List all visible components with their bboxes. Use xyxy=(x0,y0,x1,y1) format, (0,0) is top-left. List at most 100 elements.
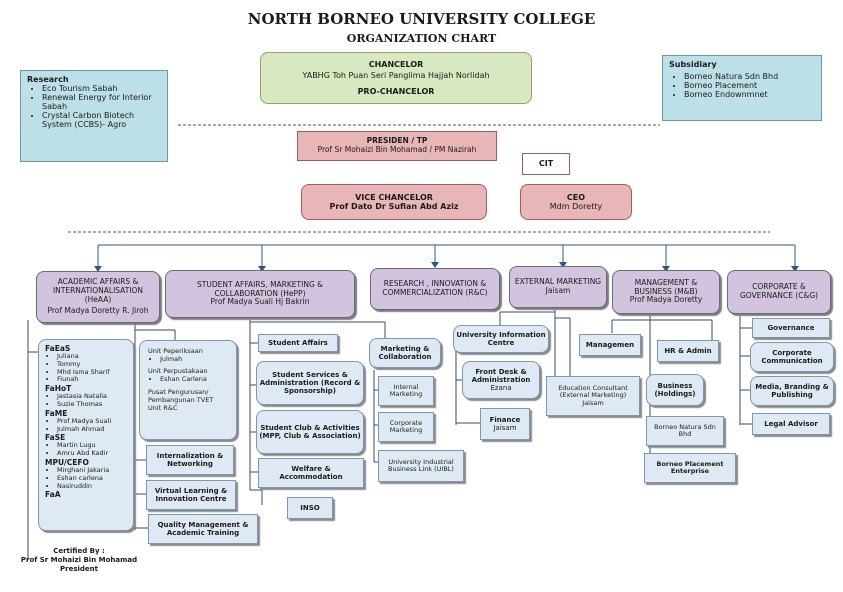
internal-marketing-box: Internal Marketing xyxy=(378,376,434,406)
division-academic-title: ACADEMIC AFFAIRS & INTERNATIONALISATION … xyxy=(52,277,144,304)
student-services-box: Student Services & Administration (Recor… xyxy=(256,361,364,405)
research-box: Research Eco Tourism Sabah Renewal Energ… xyxy=(20,70,168,162)
faculty-member: Suzie Thomas xyxy=(57,400,127,409)
research-item: Renewal Energy for Interior Sabah xyxy=(42,93,161,111)
uibl-box: University Industrial Business Link (UIB… xyxy=(378,450,464,482)
division-management: MANAGEMENT & BUSINESS (M&B) Prof Madya D… xyxy=(612,270,720,314)
education-consultant-title: Education Consultant (External Marketing… xyxy=(558,383,628,400)
unit-members: Julmah xyxy=(148,355,228,363)
media-branding-box: Media, Branding & Publishing xyxy=(750,376,834,406)
unit-member: Julmah xyxy=(160,355,228,363)
legal-advisor-box: Legal Advisor xyxy=(752,413,830,435)
finance-title: Finance xyxy=(489,415,521,424)
unit-rnc: Unit R&C xyxy=(148,403,178,412)
finance-name: Jaisam xyxy=(493,424,517,432)
research-heading: Research xyxy=(27,75,69,84)
welfare-box: Welfare & Accommodation xyxy=(258,458,364,488)
faculty-members: Juliana Tommy Mhd Isma Sharif Fiunah xyxy=(45,352,127,384)
borneo-placement-box: Borneo Placement Enterprise xyxy=(644,453,736,483)
managemen-box: Managemen xyxy=(579,334,641,356)
faculty-member: Amru Abd Kadir xyxy=(57,449,127,458)
faculty-member: Tommy xyxy=(57,360,127,369)
research-item: Eco Tourism Sabah xyxy=(42,84,161,93)
faculty-code: MPU/CEFO xyxy=(45,457,89,467)
division-research-title: RESEARCH , INNOVATION & COMMERCIALIZATIO… xyxy=(382,279,488,297)
certified-role: President xyxy=(60,564,98,573)
faculty-code: FaHoT xyxy=(45,384,72,394)
faculty-members: Martin Lugu Amru Abd Kadir xyxy=(45,442,127,458)
page-subtitle: ORGANIZATION CHART xyxy=(346,32,497,45)
corporate-communication-box: Corporate Communication xyxy=(750,342,834,372)
division-external: EXTERNAL MARKETING Jaisam xyxy=(509,266,607,308)
chancelor-box: CHANCELOR YABHG Toh Puan Seri Panglima H… xyxy=(260,52,532,104)
internationalization-box: Internalization & Networking xyxy=(146,445,234,475)
hr-admin-box: HR & Admin xyxy=(657,340,719,362)
faculty-member: Juliana xyxy=(57,352,127,361)
borneo-natura-box: Borneo Natura Sdn Bhd xyxy=(646,416,724,446)
virtual-learning-box: Virtual Learning & Innovation Centre xyxy=(146,480,236,510)
student-club-box: Student Club & Activities (MPP, Club & A… xyxy=(256,410,364,454)
presiden-title: PRESIDEN / TP xyxy=(366,136,428,146)
ceo-title: CEO xyxy=(566,192,586,202)
division-management-head: Prof Madya Doretty xyxy=(629,295,703,305)
faculty-members: Prof Madya Suali Julmah Ahmad xyxy=(45,417,127,434)
finance-box: Finance Jaisam xyxy=(480,408,530,440)
marketing-collaboration-box: Marketing & Collaboration xyxy=(369,338,441,368)
vice-chancelor-name: Prof Dato Dr Sufian Abd Aziz xyxy=(329,202,459,211)
front-desk-box: Front Desk & Administration Ezana xyxy=(462,361,540,399)
unit-member: Eshan Carlena xyxy=(160,375,228,383)
ceo-box: CEO Mdm Doretty xyxy=(520,184,632,220)
quality-management-box: Quality Management & Academic Training xyxy=(148,514,258,544)
unit-pusat: Pusat Pengurusan/ xyxy=(148,387,209,396)
division-management-title: MANAGEMENT & BUSINESS (M&B) xyxy=(634,278,698,296)
front-desk-title: Front Desk & Administration xyxy=(471,367,531,384)
faculty-code: FaA xyxy=(45,490,61,500)
division-student-title: STUDENT AFFAIRS, MARKETING & COLLABORATI… xyxy=(197,280,323,298)
cit-box: CIT xyxy=(522,153,570,175)
subsidiary-item: Borneo Placement xyxy=(684,81,815,90)
presiden-box: PRESIDEN / TP Prof Sr Mohaizi Bin Mohama… xyxy=(297,131,497,161)
division-research: RESEARCH , INNOVATION & COMMERCIALIZATIO… xyxy=(370,268,500,310)
unit-perpustakaan: Unit Perpustakaan xyxy=(148,367,208,376)
faculty-member: Prof Madya Suali xyxy=(57,417,127,426)
faculty-member: Jastasia Natalia xyxy=(57,392,127,401)
faculty-members: Jastasia Natalia Suzie Thomas xyxy=(45,392,127,409)
ceo-name: Mdm Doretty xyxy=(549,202,603,211)
units-box: Unit Peperiksaan Julmah Unit Perpustakaa… xyxy=(139,340,237,440)
inso-box: INSO xyxy=(287,497,333,519)
division-academic-head: Prof Madya Doretty R. Jiroh xyxy=(47,306,149,316)
faculty-code: FaEaS xyxy=(45,344,71,353)
subsidiary-box: Subsidiary Borneo Natura Sdn Bhd Borneo … xyxy=(662,55,822,121)
unit-members: Eshan Carlena xyxy=(148,375,228,383)
chancelor-name: YABHG Toh Puan Seri Panglima Hajjah Norl… xyxy=(302,71,490,81)
corporate-marketing-box: Corporate Marketing xyxy=(378,412,434,442)
research-item: Crystal Carbon Biotech System (CCBS)- Ag… xyxy=(42,111,161,129)
faculty-member: Mirghani Jakaria xyxy=(57,466,127,475)
division-external-head: Jaisam xyxy=(545,286,571,295)
unit-pusat-cont: Pembangunan TVET xyxy=(148,395,214,404)
front-desk-name: Ezana xyxy=(490,384,512,393)
education-consultant-name: Jaisam xyxy=(582,398,604,407)
faculty-code: FaME xyxy=(45,408,68,418)
subsidiary-heading: Subsidiary xyxy=(669,60,717,69)
faculty-member: Eshan carlena xyxy=(57,474,127,483)
unit-peperiksaan: Unit Peperiksaan xyxy=(148,347,203,355)
division-student-head: Prof Madya Suali Hj Bakrin xyxy=(210,297,310,307)
faculty-members: Mirghani Jakaria Eshan carlena Nasiruddi… xyxy=(45,466,127,491)
vice-chancelor-title: VICE CHANCELOR xyxy=(355,192,433,202)
certified-name: Prof Sr Mohaizi Bin Mohamad xyxy=(20,555,138,564)
subsidiary-list: Borneo Natura Sdn Bhd Borneo Placement B… xyxy=(669,72,815,99)
division-academic: ACADEMIC AFFAIRS & INTERNATIONALISATION … xyxy=(36,271,160,323)
division-student: STUDENT AFFAIRS, MARKETING & COLLABORATI… xyxy=(165,270,355,318)
faculty-member: Nasiruddin xyxy=(57,482,127,491)
university-info-centre-box: University Information Centre xyxy=(453,325,549,353)
subsidiary-item: Borneo Endownmnet xyxy=(684,90,815,99)
governance-box: Governance xyxy=(752,318,830,338)
education-consultant-box: Education Consultant (External Marketing… xyxy=(546,376,640,416)
faculty-member: Martin Lugu xyxy=(57,442,127,450)
page-title: NORTH BORNEO UNIVERSITY COLLEGE xyxy=(247,10,596,28)
vice-chancelor-box: VICE CHANCELOR Prof Dato Dr Sufian Abd A… xyxy=(301,184,487,220)
certified-label: Certified By : xyxy=(53,547,105,555)
faculties-box: FaEaS Juliana Tommy Mhd Isma Sharif Fiun… xyxy=(38,339,134,531)
division-corporate-title: CORPORATE & GOVERNANCE (C&G) xyxy=(739,282,819,300)
